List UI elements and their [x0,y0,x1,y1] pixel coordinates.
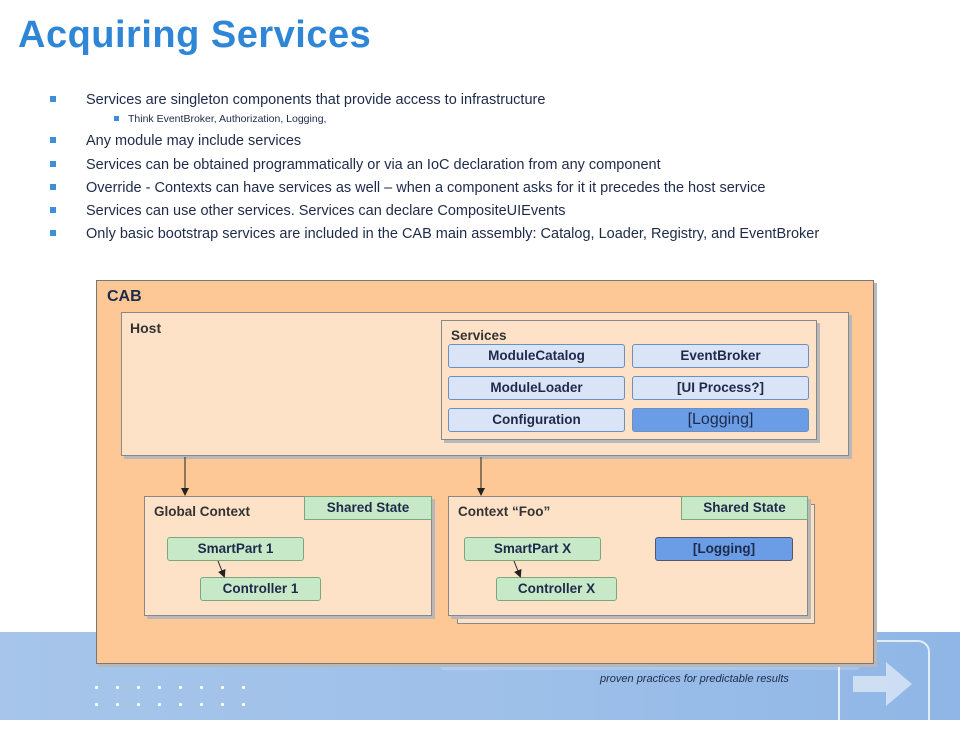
cab-label: CAB [107,288,142,305]
services-label: Services [451,328,507,343]
bullet-marker-icon [50,230,56,237]
footer-dot-pattern [95,686,265,716]
bullet-item: Services can be obtained programmaticall… [48,154,928,177]
footer-dot [242,686,245,689]
controller-1: Controller 1 [200,577,321,601]
footer-tagline: proven practices for predictable results [600,673,789,685]
bullet-text: Override - Contexts can have services as… [86,179,766,196]
bullet-item: Services can use other services. Service… [48,200,928,223]
host-label: Host [130,320,162,336]
bullet-text: Think EventBroker, Authorization, Loggin… [128,113,327,126]
service-logging: [Logging] [632,408,809,432]
bullet-item: Override - Contexts can have services as… [48,177,928,200]
smartpart-1: SmartPart 1 [167,537,304,561]
foo-logging-service: [Logging] [655,537,793,561]
bullet-text: Services can use other services. Service… [86,203,566,220]
footer-dot [158,686,161,689]
service-module-catalog: ModuleCatalog [448,344,625,368]
footer-dot [221,686,224,689]
foo-shared-state: Shared State [681,496,808,520]
bullet-text: Only basic bootstrap services are includ… [86,226,820,243]
footer-dot [116,686,119,689]
bullet-marker-icon [50,137,56,144]
bullet-text: Services are singleton components that p… [86,92,546,108]
footer-dot [179,686,182,689]
smartpart-x: SmartPart X [464,537,601,561]
footer-dot [221,703,224,706]
footer-dot [179,703,182,706]
service-module-loader: ModuleLoader [448,376,625,400]
footer-dot [200,686,203,689]
footer-dot [137,703,140,706]
footer-dot [95,703,98,706]
footer-dot [158,703,161,706]
global-shared-state: Shared State [304,496,432,520]
bullet-list: Services are singleton components that p… [48,89,928,247]
footer-dot [116,703,119,706]
service-configuration: Configuration [448,408,625,432]
bullet-text: Services can be obtained programmaticall… [86,156,661,173]
bullet-marker-icon [50,207,56,214]
footer-dot [137,686,140,689]
bullet-marker-icon [50,96,56,102]
controller-x: Controller X [496,577,617,601]
bullet-text: Any module may include services [86,133,302,150]
page-title: Acquiring Services [18,14,372,56]
bullet-marker-icon [50,183,56,190]
bullet-marker-icon [50,160,56,167]
bullet-marker-icon [114,116,119,122]
footer-dot [242,703,245,706]
service-event-broker: EventBroker [632,344,809,368]
footer-dot [95,686,98,689]
bullet-item: Services are singleton components that p… [48,89,928,112]
bullet-item: Only basic bootstrap services are includ… [48,223,928,246]
bullet-item: Any module may include services [48,130,928,153]
global-context-label: Global Context [154,504,251,519]
sub-bullet-item: Think EventBroker, Authorization, Loggin… [48,112,928,130]
foo-context-label: Context “Foo” [458,504,551,519]
footer-dot [200,703,203,706]
service-ui-process: [UI Process?] [632,376,809,400]
